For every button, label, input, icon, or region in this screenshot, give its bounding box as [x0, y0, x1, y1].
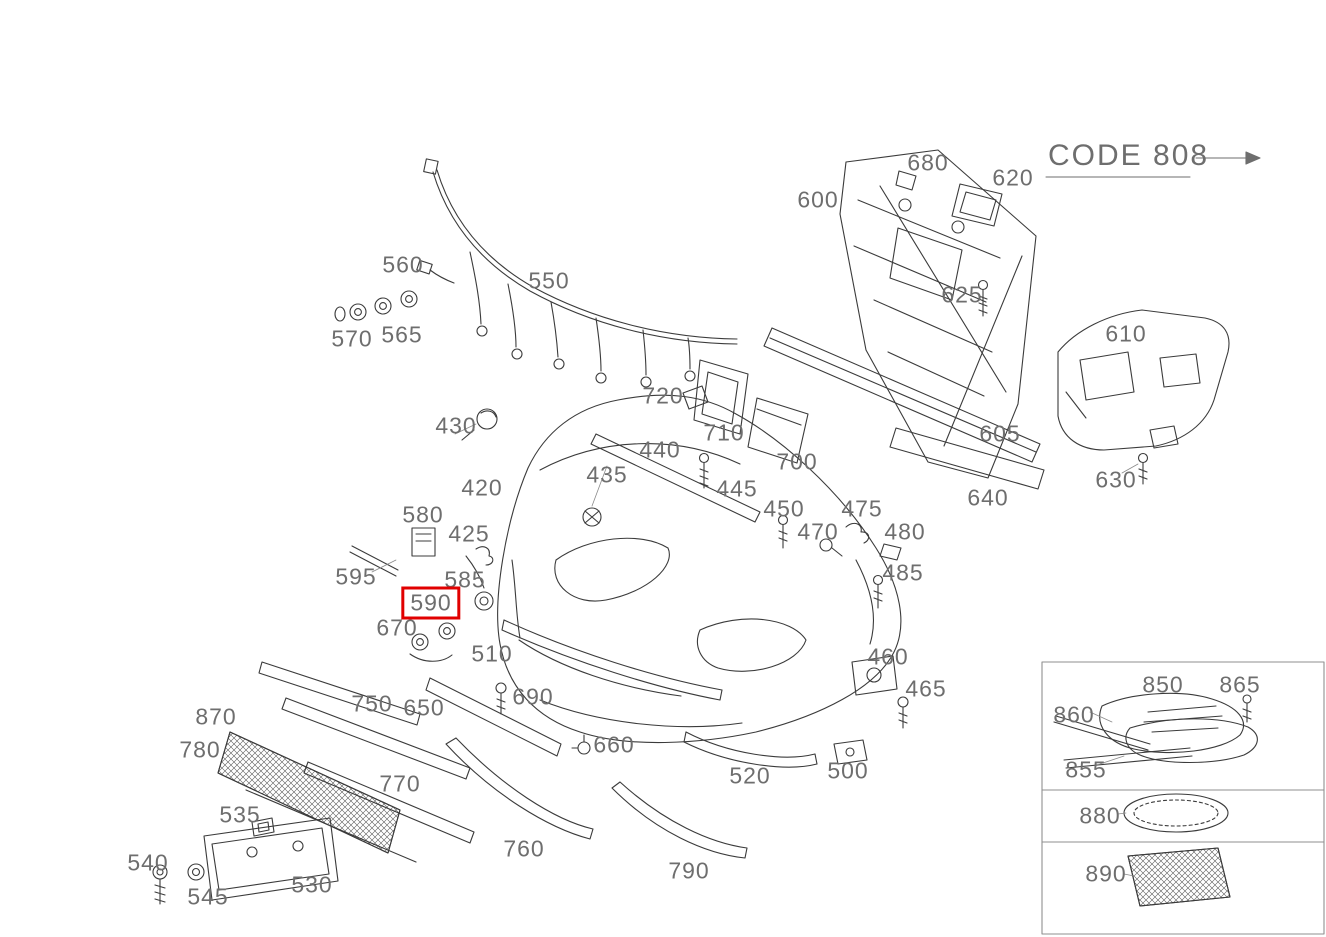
- part-label: 890: [1085, 860, 1127, 887]
- part-label: 710: [703, 419, 745, 446]
- wiring-harness-550: [416, 158, 738, 388]
- part-label: 445: [716, 475, 758, 502]
- part-label: 880: [1079, 802, 1121, 829]
- part-label: 510: [471, 640, 513, 667]
- part-label: 450: [763, 495, 805, 522]
- part-label: 475: [841, 495, 883, 522]
- part-label: 430: [435, 412, 477, 439]
- part-label: 560: [382, 251, 424, 278]
- bracket-460-screw-465: [851, 655, 909, 729]
- part-label: 440: [639, 436, 681, 463]
- strip-520: [683, 731, 818, 768]
- part-label: 550: [528, 267, 570, 294]
- part-label: 465: [905, 675, 947, 702]
- screw-630: [1137, 452, 1149, 485]
- code-label: CODE 808: [1048, 139, 1210, 172]
- strip-650: [425, 677, 562, 757]
- clip-660: [571, 734, 591, 755]
- part-label: 480: [884, 518, 926, 545]
- part-label: 570: [331, 325, 373, 352]
- part-label: 855: [1065, 756, 1107, 783]
- trim-strip-440: [590, 433, 761, 523]
- part-label-highlighted: 590: [401, 586, 461, 620]
- part-label: 425: [448, 520, 490, 547]
- code-callout: CODE 808: [1048, 141, 1209, 171]
- part-label: 750: [351, 690, 393, 717]
- inset-panel-box: [1041, 661, 1325, 935]
- leader-lines: [371, 423, 1139, 877]
- part-label: 790: [668, 857, 710, 884]
- part-label: 760: [503, 835, 545, 862]
- side-bracket-610: [1057, 309, 1230, 451]
- screw-540-washer-545: [152, 863, 205, 905]
- support-bar-640: [889, 427, 1045, 490]
- part-label: 585: [444, 566, 486, 593]
- part-label: 780: [179, 736, 221, 763]
- part-label: 605: [979, 420, 1021, 447]
- part-label: 540: [127, 849, 169, 876]
- chrome-trim-510: [501, 619, 723, 701]
- screw-625: [977, 279, 989, 317]
- part-label: 460: [867, 643, 909, 670]
- part-label: 565: [381, 321, 423, 348]
- part-label: 670: [376, 614, 418, 641]
- part-label: 520: [729, 762, 771, 789]
- reinforcement-bar-605: [763, 327, 1041, 463]
- part-label: 625: [941, 281, 983, 308]
- part-label: 485: [882, 559, 924, 586]
- part-label: 680: [907, 149, 949, 176]
- screw-690: [495, 682, 507, 715]
- part-label: 420: [461, 474, 503, 501]
- part-label: 535: [219, 801, 261, 828]
- radiator-support-assembly-600-620-680: [839, 149, 1037, 479]
- fasteners-450-470-475-480-485: [777, 514, 902, 609]
- part-label: 545: [187, 883, 229, 910]
- lower-grille-strips-750-770-780-870: [217, 661, 475, 863]
- part-label: 620: [992, 164, 1034, 191]
- license-plate-bracket-530-535: [203, 817, 339, 901]
- part-label: 700: [776, 448, 818, 475]
- part-label: 870: [195, 703, 237, 730]
- part-label: 720: [642, 382, 684, 409]
- part-label: 610: [1105, 320, 1147, 347]
- part-label: 865: [1219, 671, 1261, 698]
- part-label: 435: [586, 461, 628, 488]
- part-label: 600: [797, 186, 839, 213]
- washer-nozzle-430: [461, 408, 498, 441]
- part-label: 470: [797, 518, 839, 545]
- part-label: 630: [1095, 466, 1137, 493]
- bracket-500: [833, 739, 868, 765]
- screw-445: [698, 452, 710, 489]
- part-label: 580: [402, 501, 444, 528]
- inset-panel-parts-850-880-890: [1053, 692, 1258, 907]
- part-label: 500: [827, 757, 869, 784]
- part-label: 770: [379, 770, 421, 797]
- part-label: 690: [512, 683, 554, 710]
- part-label: 530: [291, 871, 333, 898]
- code-underline-and-arrow-right-icon: [1045, 151, 1261, 178]
- sensors-670-585-bracket-580-clip-425-strip-595: [349, 527, 494, 662]
- part-label: 595: [335, 563, 377, 590]
- part-label: 860: [1053, 701, 1095, 728]
- part-label: 640: [967, 484, 1009, 511]
- part-label: 850: [1142, 671, 1184, 698]
- part-label: 650: [403, 694, 445, 721]
- brackets-700-710-720: [682, 359, 809, 464]
- parking-sensors-565-570: [334, 290, 418, 322]
- part-label: 660: [593, 731, 635, 758]
- curved-strips-760-790: [445, 737, 748, 859]
